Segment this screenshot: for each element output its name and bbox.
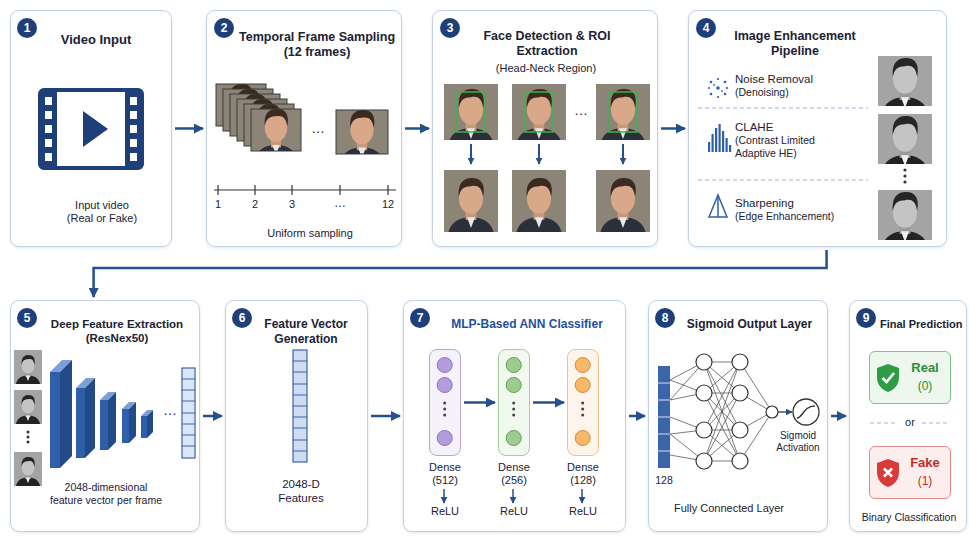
stage-panel: Sigmoid Output LayerFully Connected Laye… [648, 300, 828, 532]
node-text: ReLU [415, 505, 475, 518]
step-detail: (Edge Enhancement) [735, 210, 870, 223]
shield-icon [876, 458, 900, 488]
node-text: (Head-Neck Region) [466, 62, 626, 75]
step-detail: (Contrast Limited Adaptive HE) [735, 134, 840, 160]
step-badge: 3 [440, 18, 460, 38]
step-detail: (Denoising) [735, 86, 865, 99]
face-crops [444, 80, 650, 234]
flow-arrow [661, 127, 685, 130]
stage-panel: Face Detection & ROI Extraction (Head-Nec… [432, 10, 658, 247]
time-axis [214, 185, 396, 195]
enhancement-icons [698, 49, 932, 248]
node-title: Deep Feature Extraction (ResNex50) [37, 317, 197, 345]
node-title: Video Input [31, 32, 161, 48]
dimension-label: 128 [649, 474, 679, 487]
node-title: Final Prediction [880, 318, 966, 331]
node-title: Fake [902, 455, 948, 471]
tick-label: 3 [283, 198, 301, 211]
flow-arrow [371, 415, 400, 418]
ellipsis: … [159, 402, 181, 419]
shield [876, 363, 900, 393]
stage-panel: MLP-Based ANN ClassifierDense (512)ReLUD… [403, 300, 626, 532]
cnn-illustration [14, 350, 195, 486]
ellipsis: … [307, 120, 329, 137]
tick-label: 12 [377, 198, 399, 211]
step-badge: 5 [17, 308, 37, 328]
flow-arrow [464, 401, 495, 404]
node-text: 2048-D Features [271, 477, 331, 505]
feature-vector [293, 350, 307, 462]
flow-arrow [94, 250, 827, 297]
stage-panel: Feature Vector Generation 2048-D Features [225, 300, 368, 532]
step-name: CLAHE [735, 120, 865, 134]
neuron-column [498, 349, 530, 456]
dense-layer: Dense (128) ReLU [553, 349, 613, 527]
node-title: Temporal Frame Sampling (12 frames) [235, 30, 399, 61]
video-icon [40, 90, 142, 168]
node-title: Dense (512) [421, 461, 469, 488]
node-text: (0) [902, 379, 948, 394]
node-text: Uniform sampling [245, 227, 375, 240]
node-text: Input video (Real or Fake) [62, 199, 142, 226]
step-badge: 2 [214, 18, 234, 38]
shield [876, 458, 900, 488]
node-title: Dense (128) [559, 461, 607, 488]
node-title: Feature Vector Generation [254, 317, 358, 346]
frame-stack [216, 75, 388, 163]
neuron-column [429, 349, 461, 456]
step-badge: 1 [17, 18, 37, 38]
activation-arrows [444, 489, 582, 503]
node-text: ReLU [484, 505, 544, 518]
node-text: Fully Connected Layer [654, 502, 804, 515]
node-title: Sigmoid Output Layer [677, 317, 822, 332]
stage-panel: Temporal Frame Sampling (12 frames) Unifo… [206, 10, 402, 247]
activation-label: Sigmoid Activation [770, 430, 826, 454]
neurons [499, 350, 529, 455]
flow-arrow [533, 401, 564, 404]
tick-label: 1 [209, 198, 227, 211]
step-name: Noise Removal [735, 72, 865, 86]
node-text: 2048-dimensional feature vector per fram… [48, 481, 164, 507]
or-label: or [899, 416, 921, 429]
flow-arrow [629, 415, 645, 418]
node-title: Image Enhancement Pipeline [725, 29, 865, 60]
node-text: ReLU [553, 505, 613, 518]
result-box: Real (0) [869, 351, 951, 404]
dense-layer: Dense (512) ReLU [415, 349, 475, 527]
flow-arrow [405, 127, 429, 130]
flow-arrow [175, 127, 203, 130]
node-text: (1) [902, 474, 948, 489]
tick-label: 2 [246, 198, 264, 211]
step-badge: 6 [232, 308, 252, 328]
flow-arrow [203, 415, 222, 418]
node-title: Real [902, 360, 948, 376]
step-badge: 9 [856, 308, 876, 328]
neurons [568, 350, 598, 455]
shield-icon [876, 363, 900, 393]
step-badge: 4 [696, 18, 716, 38]
flow-arrow [831, 415, 846, 418]
step-badge: 8 [655, 308, 675, 328]
stage-panel: Video InputInput video (Real or Fake) [10, 10, 172, 247]
ellipsis: … [570, 102, 592, 119]
node-title: Face Detection & ROI Extraction [481, 29, 613, 60]
node-title: Dense (256) [490, 461, 538, 488]
node-title: MLP-Based ANN Classifier [434, 317, 620, 332]
step-name: Sharpening [735, 196, 865, 210]
tick-label: … [329, 196, 351, 211]
step-badge: 7 [410, 308, 430, 328]
neuron-column [567, 349, 599, 456]
result-box: Fake (1) [869, 446, 951, 499]
neurons [430, 350, 460, 455]
node-text: Binary Classification [853, 511, 965, 524]
dense-layer: Dense (256) ReLU [484, 349, 544, 527]
